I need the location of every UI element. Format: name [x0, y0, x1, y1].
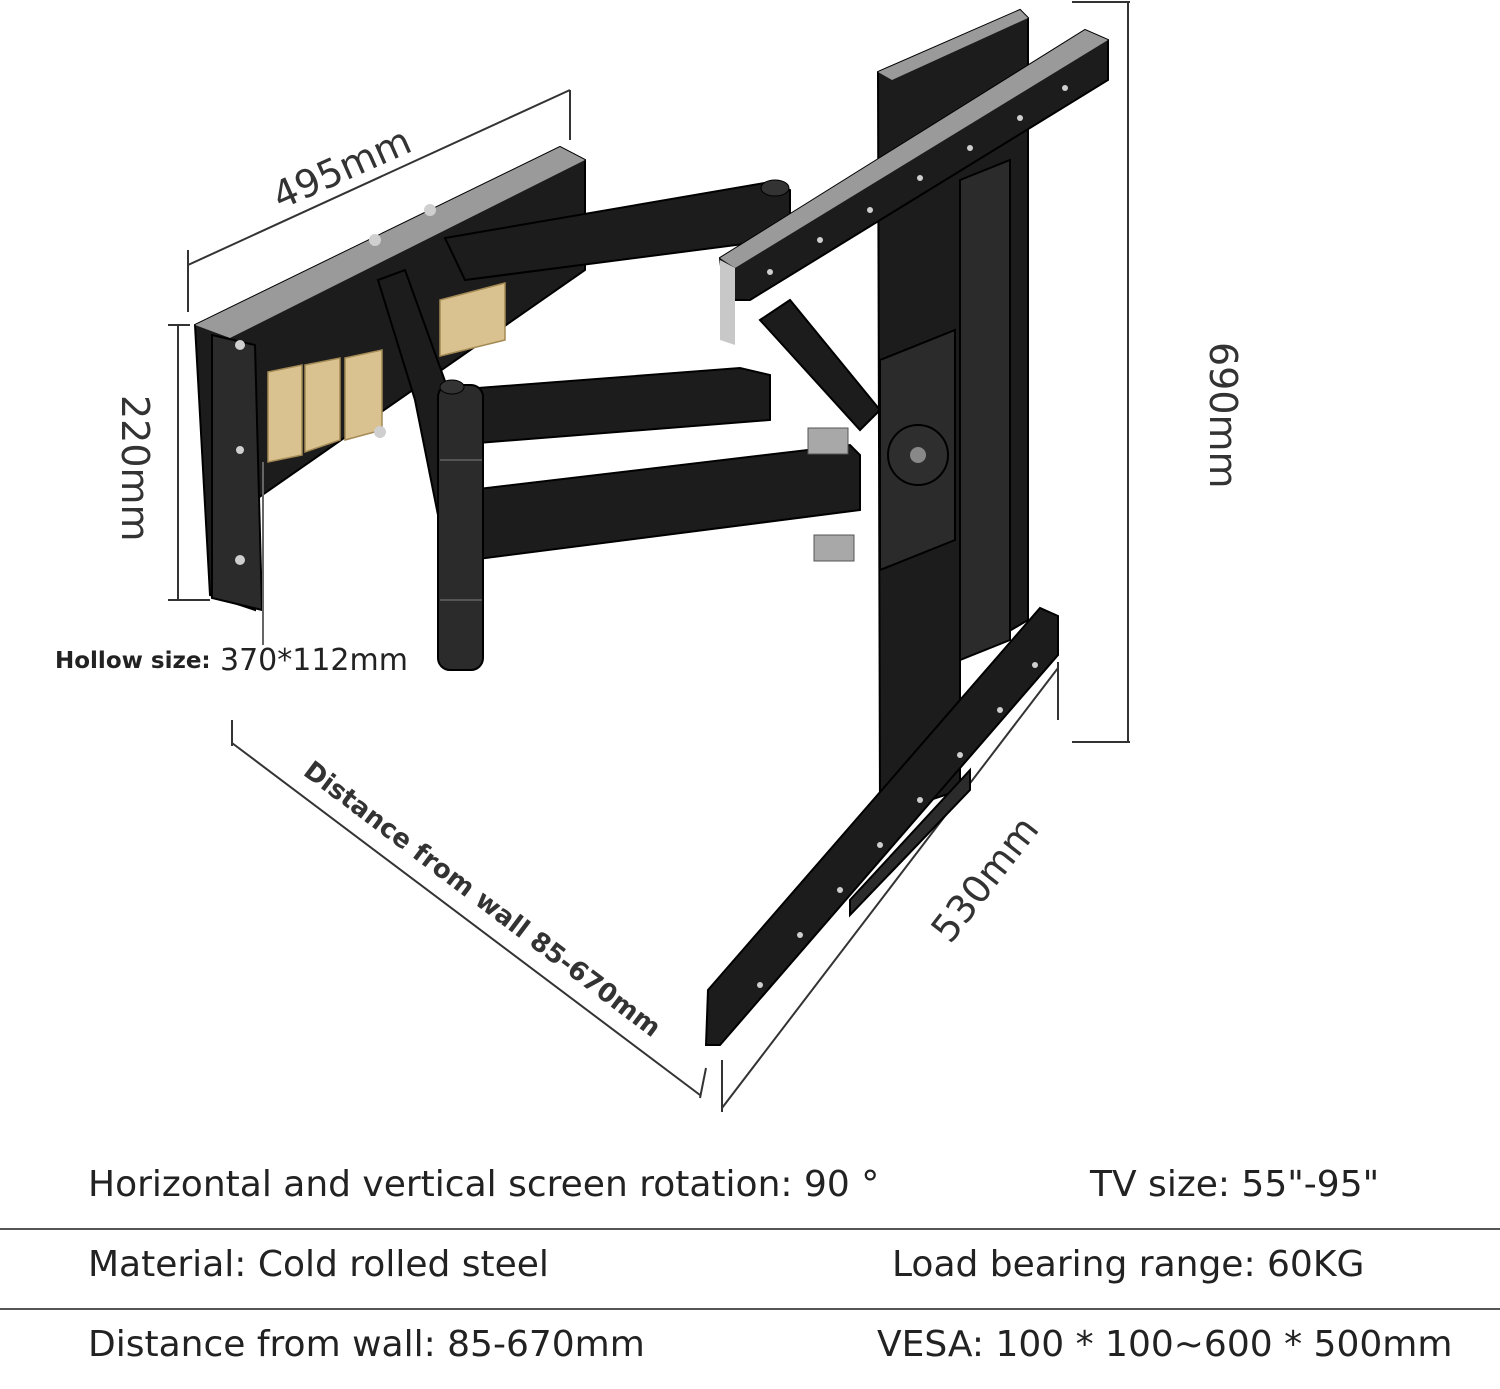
dimension-distance: Distance from wall 85-670mm	[231, 720, 707, 1099]
spec-row-3: Distance from wall: 85-670mm VESA: 100 *…	[0, 1308, 1500, 1388]
dimension-220-label: 220mm	[113, 395, 157, 542]
hollow-size-label: Hollow size:	[55, 648, 211, 674]
dimension-690-label: 690mm	[1201, 342, 1245, 489]
dimension-530-label: 530mm	[922, 808, 1047, 951]
articulating-arms	[376, 179, 882, 671]
spec-tv-size: TV size: 55"-95"	[1090, 1164, 1380, 1205]
dimension-690: 690mm	[1072, 1, 1245, 743]
spec-rotation: Horizontal and vertical screen rotation:…	[88, 1164, 880, 1205]
tv-mount-diagram: 495mm 220mm 690mm 530mm Distance from wa…	[55, 1, 1245, 1112]
spec-table: Horizontal and vertical screen rotation:…	[0, 1150, 1500, 1388]
spec-row-2: Material: Cold rolled steel Load bearing…	[0, 1228, 1500, 1308]
spec-load: Load bearing range: 60KG	[892, 1244, 1365, 1285]
dimension-distance-label: Distance from wall 85-670mm	[298, 756, 666, 1044]
spec-row-1: Horizontal and vertical screen rotation:…	[0, 1150, 1500, 1228]
tv-plate	[704, 8, 1109, 1046]
spec-distance: Distance from wall: 85-670mm	[88, 1324, 645, 1365]
dimension-220: 220mm	[113, 324, 210, 601]
spec-vesa: VESA: 100 * 100~600 * 500mm	[877, 1324, 1453, 1365]
spec-material: Material: Cold rolled steel	[88, 1244, 549, 1285]
hollow-size-value: 370*112mm	[220, 643, 408, 678]
dimension-495-label: 495mm	[266, 118, 418, 218]
hollow-size-callout: Hollow size: 370*112mm	[55, 462, 408, 678]
